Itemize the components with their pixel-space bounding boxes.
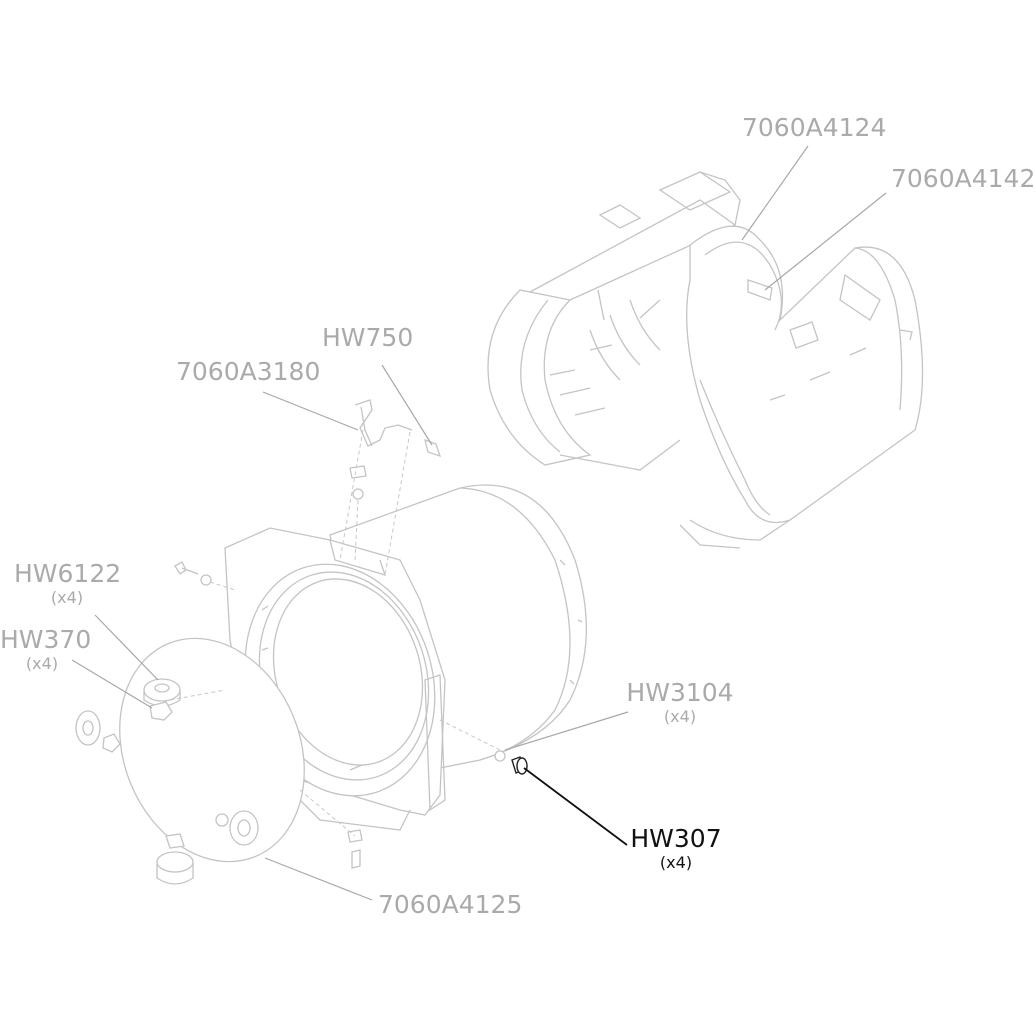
leader-7060A4125 <box>264 857 373 901</box>
hardware-top-screw <box>349 465 367 500</box>
part-code: 7060A4125 <box>378 890 523 919</box>
part-quantity: (x4) <box>50 588 84 607</box>
leader-HW750 <box>381 364 433 446</box>
label-7060A3180: 7060A3180 <box>176 359 320 384</box>
label-7060A4125: 7060A4125 <box>378 892 522 917</box>
leader-7060A4124 <box>741 145 809 241</box>
leader-HW370 <box>71 659 153 709</box>
assembly-guide-lines <box>169 429 501 837</box>
part-code: 7060A4124 <box>742 113 887 142</box>
hardware-hw3104-washer <box>494 750 506 762</box>
part-code: HW307 <box>630 824 722 853</box>
label-7060A4142: 7060A4142 <box>891 166 1035 191</box>
part-code: 7060A3180 <box>176 357 321 386</box>
leader-HW3104 <box>504 711 629 751</box>
label-HW370: HW370 (x4) <box>0 625 92 673</box>
part-quantity: (x4) <box>659 853 693 872</box>
hardware-hw307-screw <box>511 756 528 775</box>
part-code: HW370 <box>0 625 92 654</box>
hardware-spacer-bottom <box>156 833 194 885</box>
part-code: HW750 <box>322 323 414 352</box>
hardware-hw370-nut <box>149 701 173 721</box>
label-HW3104: HW3104 (x4) <box>626 680 734 725</box>
rear-barrel-left-half <box>487 171 741 471</box>
part-code: 7060A4142 <box>891 164 1035 193</box>
hardware-spacer-left <box>75 710 121 753</box>
part-code: HW6122 <box>14 559 122 588</box>
part-quantity: (x4) <box>25 654 59 673</box>
label-7060A4124: 7060A4124 <box>742 115 886 140</box>
rear-barrel-right-half <box>679 225 924 549</box>
hardware-left-screw <box>174 561 212 586</box>
part-code: HW3104 <box>626 678 734 707</box>
hardware-disc-knob <box>215 810 259 846</box>
shutter-linkage-rod <box>354 399 442 458</box>
label-HW6122: HW6122 (x4) <box>14 559 122 607</box>
leader-7060A4142 <box>764 192 887 291</box>
leader-7060A3180 <box>262 391 359 431</box>
label-HW307: HW307 (x4) <box>628 826 724 871</box>
leader-HW307 <box>523 767 628 846</box>
label-HW750: HW750 <box>322 325 413 350</box>
leader-HW6122 <box>94 614 159 681</box>
hardware-hw6122-washer <box>143 678 181 707</box>
part-quantity: (x4) <box>663 707 697 726</box>
